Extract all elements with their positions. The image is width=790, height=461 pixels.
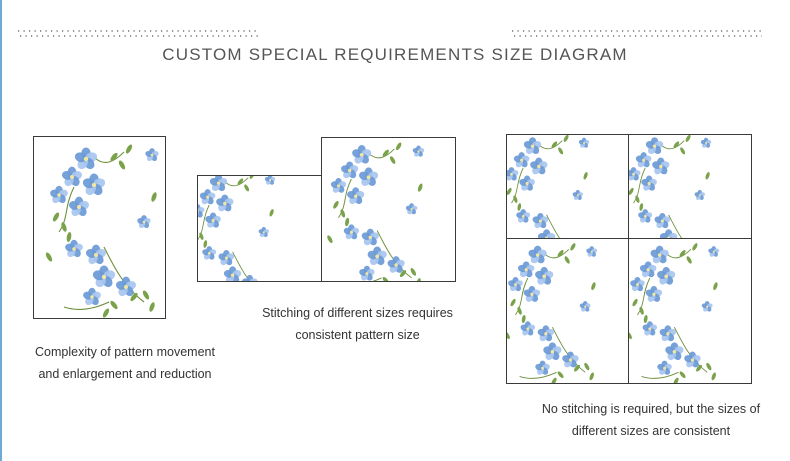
dotted-divider-left xyxy=(18,28,258,38)
caption-stitching-sizes: Stitching of different sizes requires co… xyxy=(250,302,465,346)
pattern-tile-bottom-right xyxy=(628,238,752,384)
pattern-tile-top-right xyxy=(628,134,752,239)
dotted-divider-right xyxy=(512,28,762,38)
caption-line: No stitching is required, but the sizes … xyxy=(541,402,761,416)
caption-line: Stitching of different sizes requires xyxy=(262,306,453,320)
pattern-tile-bottom-left xyxy=(506,238,629,384)
page-title: CUSTOM SPECIAL REQUIREMENTS SIZE DIAGRAM xyxy=(162,45,628,64)
caption-line: Complexity of pattern movement xyxy=(35,345,215,359)
caption-line: consistent pattern size xyxy=(295,328,420,342)
caption-line: and enlargement and reduction xyxy=(38,367,212,381)
pattern-panel-medium xyxy=(321,137,456,282)
caption-pattern-movement: Complexity of pattern movement and enlar… xyxy=(20,341,230,385)
caption-line: different sizes are consistent xyxy=(571,424,731,438)
left-accent-rule xyxy=(0,0,2,461)
pattern-tile-top-left xyxy=(506,134,629,239)
pattern-panel-small xyxy=(197,175,322,282)
pattern-panel-portrait xyxy=(33,136,166,319)
caption-no-stitching: No stitching is required, but the sizes … xyxy=(520,398,782,442)
